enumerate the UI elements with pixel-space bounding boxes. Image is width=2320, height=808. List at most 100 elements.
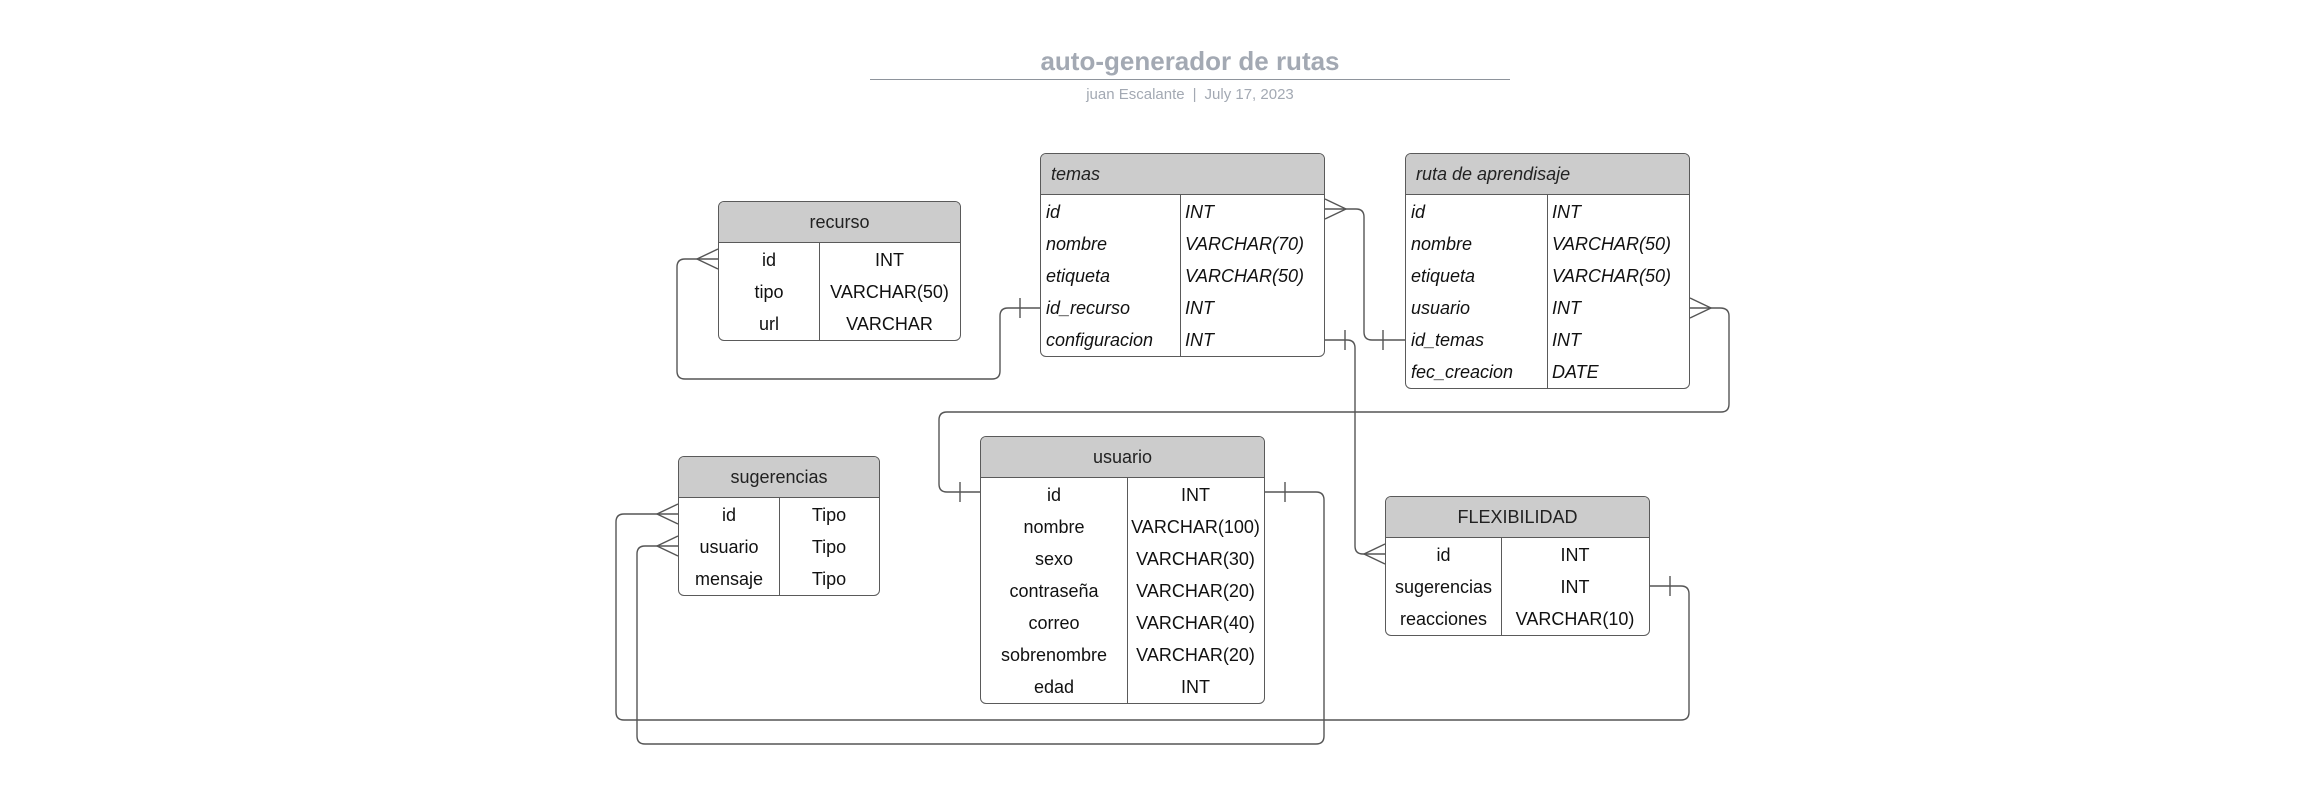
field-type: VARCHAR(10) [1515, 608, 1635, 629]
entity-row[interactable]: id Tipo [679, 499, 879, 531]
field-type: VARCHAR(50) [1185, 265, 1305, 286]
diagram-date: July 17, 2023 [1204, 86, 1294, 103]
field-name: id [761, 249, 776, 270]
entity-row[interactable]: sugerencias INT [1386, 571, 1649, 603]
field-type: VARCHAR(30) [1136, 548, 1255, 569]
field-type: VARCHAR(20) [1136, 580, 1255, 601]
field-type: INT [1185, 329, 1214, 350]
many-marker [1689, 297, 1713, 319]
diagram-title: auto-generador de rutas [1040, 46, 1340, 76]
entity-row[interactable]: nombre VARCHAR(70) [1041, 228, 1324, 260]
diagram-header: auto-generador de rutas juan Escalante | J… [870, 46, 1510, 103]
entity-header: sugerencias [679, 457, 879, 498]
entity-row[interactable]: id_temas INT [1406, 324, 1689, 356]
field-name: mensaje [694, 568, 764, 589]
field-type: INT [1560, 544, 1590, 565]
entity-row[interactable]: nombre VARCHAR(50) [1406, 228, 1689, 260]
column-divider [1547, 195, 1548, 388]
field-name: sobrenombre [1000, 644, 1108, 665]
connector-temas-ruta [1325, 208, 1405, 341]
field-name: usuario [699, 536, 759, 557]
column-divider [1180, 195, 1181, 356]
field-name: id [1411, 201, 1426, 222]
entity-header: temas [1041, 154, 1324, 195]
entity-row[interactable]: correo VARCHAR(40) [981, 607, 1264, 639]
entity-row[interactable]: id INT [719, 244, 960, 276]
field-type: VARCHAR(70) [1185, 233, 1305, 254]
field-type: INT [1181, 484, 1210, 505]
field-type: VARCHAR(40) [1136, 612, 1255, 633]
entity-row[interactable]: id INT [1406, 196, 1689, 228]
field-type: Tipo [811, 504, 847, 525]
field-type: INT [1552, 201, 1581, 222]
column-divider [779, 498, 780, 595]
field-name: correo [1028, 612, 1080, 633]
field-name: nombre [1046, 233, 1108, 254]
connector-temas-flexibilidad [1325, 339, 1385, 555]
entity-row[interactable]: id_recurso INT [1041, 292, 1324, 324]
column-divider [819, 243, 820, 340]
column-divider [1501, 538, 1502, 635]
field-name: id [721, 504, 736, 525]
field-type: Tipo [811, 536, 847, 557]
field-name: url [758, 313, 779, 334]
field-name: nombre [1411, 233, 1473, 254]
connector-temas-recurso [676, 258, 1040, 380]
field-name: id_temas [1411, 329, 1485, 350]
subtitle-separator: | [1192, 86, 1197, 103]
field-type: VARCHAR(20) [1136, 644, 1255, 665]
field-type: VARCHAR [846, 313, 933, 334]
connector-usuario-sugerencias [636, 491, 1325, 745]
diagram-subtitle: juan Escalante | July 17, 2023 [870, 86, 1510, 103]
entity-row[interactable]: sobrenombre VARCHAR(20) [981, 639, 1264, 671]
entity-row[interactable]: usuario Tipo [679, 531, 879, 563]
field-type: VARCHAR(50) [1552, 233, 1672, 254]
field-name: configuracion [1046, 329, 1154, 350]
many-marker [655, 535, 679, 557]
field-type: INT [1560, 576, 1590, 597]
field-type: INT [1185, 297, 1214, 318]
many-marker [695, 248, 719, 270]
connector-flexibilidad-sugerencias [615, 513, 1690, 721]
field-name: sugerencias [1394, 576, 1493, 597]
column-divider [1127, 478, 1128, 703]
entity-row[interactable]: url VARCHAR [719, 308, 960, 340]
entity-row[interactable]: configuracion INT [1041, 324, 1324, 356]
field-name: etiqueta [1411, 265, 1476, 286]
field-type: INT [1552, 297, 1581, 318]
field-name: id [1046, 484, 1061, 505]
entity-header: FLEXIBILIDAD [1386, 497, 1649, 538]
entity-row[interactable]: id INT [981, 479, 1264, 511]
field-type: DATE [1552, 361, 1599, 382]
author-name: juan Escalante [1086, 86, 1185, 103]
field-name: id_recurso [1046, 297, 1131, 318]
field-type: INT [875, 249, 904, 270]
field-type: VARCHAR(100) [1131, 516, 1260, 537]
field-type: INT [1552, 329, 1581, 350]
many-marker [1324, 198, 1348, 220]
field-name: edad [1033, 676, 1075, 697]
